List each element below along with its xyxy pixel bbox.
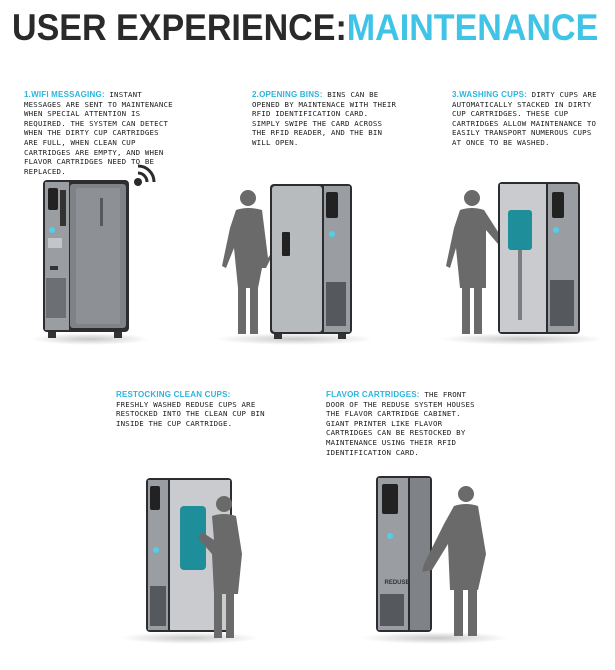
maintenance-person-silhouette xyxy=(422,486,486,636)
floor-shadow xyxy=(120,632,260,644)
caption-text: DIRTY CUPS ARE AUTOMATICALLY STACKED IN … xyxy=(452,90,597,147)
caption-heading: RESTOCKING CLEAN CUPS: xyxy=(116,390,231,399)
title-prefix: USER EXPERIENCE: xyxy=(12,7,347,48)
caption-washing-cups: 3.WASHING CUPS: DIRTY CUPS ARE AUTOMATIC… xyxy=(452,90,598,148)
caption-wifi-messaging: 1.WIFI MESSAGING: INSTANT MESSAGES ARE S… xyxy=(24,90,174,176)
caption-opening-bins: 2.OPENING BINS: BINS CAN BE OPENED BY MA… xyxy=(252,90,398,148)
title-accent: MAINTENANCE xyxy=(346,7,599,48)
maintenance-person-silhouette xyxy=(198,496,242,638)
caption-flavor-cartridges: FLAVOR CARTRIDGES: THE FRONT DOOR OF THE… xyxy=(326,390,476,457)
reduse-machine-closed xyxy=(43,180,129,338)
caption-text: BINS CAN BE OPENED BY MAINTENACE WITH TH… xyxy=(252,90,397,147)
maintenance-person-silhouette xyxy=(446,190,502,334)
caption-heading: 1.WIFI MESSAGING: xyxy=(24,90,105,99)
reduse-logo: REDUSE xyxy=(384,580,410,586)
caption-text: FRESHLY WASHED REDUSE CUPS ARE RESTOCKED… xyxy=(116,399,265,428)
floor-shadow xyxy=(215,333,375,345)
maintenance-person-silhouette xyxy=(222,190,276,334)
reduse-machine-flavor xyxy=(376,476,432,632)
caption-restocking-clean-cups: RESTOCKING CLEAN CUPS: FRESHLY WASHED RE… xyxy=(116,390,266,428)
wifi-icon xyxy=(134,164,156,186)
caption-text: INSTANT MESSAGES ARE SENT TO MAINTENANCE… xyxy=(24,90,173,176)
page-title: USER EXPERIENCE:MAINTENANCE xyxy=(12,6,598,50)
reduse-machine-reader xyxy=(270,184,352,339)
caption-heading: 3.WASHING CUPS: xyxy=(452,90,528,99)
caption-heading: 2.OPENING BINS: xyxy=(252,90,323,99)
reduse-machine-open xyxy=(498,182,580,334)
caption-text: THE FRONT DOOR OF THE REDUSE SYSTEM HOUS… xyxy=(326,390,475,457)
floor-shadow xyxy=(440,333,605,345)
caption-heading: FLAVOR CARTRIDGES: xyxy=(326,390,420,399)
